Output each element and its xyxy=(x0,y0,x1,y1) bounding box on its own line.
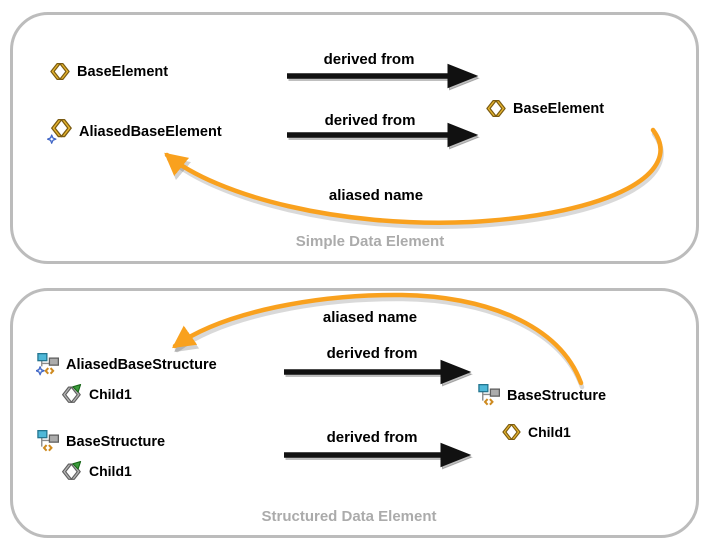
aliased-structure-icon xyxy=(36,353,59,376)
node-base-structure-source: BaseStructure xyxy=(36,430,165,453)
blue-sparkle-icon xyxy=(47,134,57,144)
element-icon xyxy=(50,63,70,80)
node-base-element-derived: BaseElement xyxy=(486,100,604,117)
node-label: BaseElement xyxy=(513,100,605,117)
element-icon xyxy=(486,100,506,117)
green-arrow-icon xyxy=(72,384,82,393)
blue-sparkle-icon xyxy=(36,366,45,376)
node-aliased-base-element: AliasedBaseElement xyxy=(47,119,222,145)
inherited-child-icon xyxy=(62,384,82,403)
node-base-structure-derived: BaseStructure xyxy=(477,384,606,407)
inherited-child-icon xyxy=(62,461,82,480)
section-title-simple: Simple Data Element xyxy=(295,233,445,250)
arrow-label-aliased-name-1: aliased name xyxy=(328,187,424,204)
structure-icon xyxy=(37,430,59,452)
node-derived-child: Child1 xyxy=(502,424,571,440)
node-label: BaseStructure xyxy=(66,433,166,450)
node-label: Child1 xyxy=(528,424,571,440)
node-base-child: Child1 xyxy=(62,461,132,480)
arrow-label-derived-from-1: derived from xyxy=(323,51,415,68)
node-aliased-base-structure: AliasedBaseStructure xyxy=(36,353,217,376)
node-label: Child1 xyxy=(89,462,132,479)
structure-icon xyxy=(478,384,500,406)
node-label: BaseStructure xyxy=(507,387,607,404)
arrow-label-aliased-name-2: aliased name xyxy=(322,309,418,326)
node-label: Child1 xyxy=(89,385,132,402)
arrow-label-derived-from-4: derived from xyxy=(326,429,418,446)
node-aliased-child: Child1 xyxy=(62,384,132,403)
node-label: AliasedBaseStructure xyxy=(66,356,217,373)
aliased-element-icon xyxy=(47,119,72,144)
green-arrow-icon xyxy=(72,461,82,470)
element-icon xyxy=(502,424,521,440)
node-label: BaseElement xyxy=(77,63,169,80)
arrow-label-derived-from-3: derived from xyxy=(326,345,418,362)
node-label: AliasedBaseElement xyxy=(79,124,222,140)
arrow-label-derived-from-2: derived from xyxy=(324,112,416,129)
section-title-structured: Structured Data Element xyxy=(261,508,437,525)
node-base-element-source: BaseElement xyxy=(50,63,168,80)
